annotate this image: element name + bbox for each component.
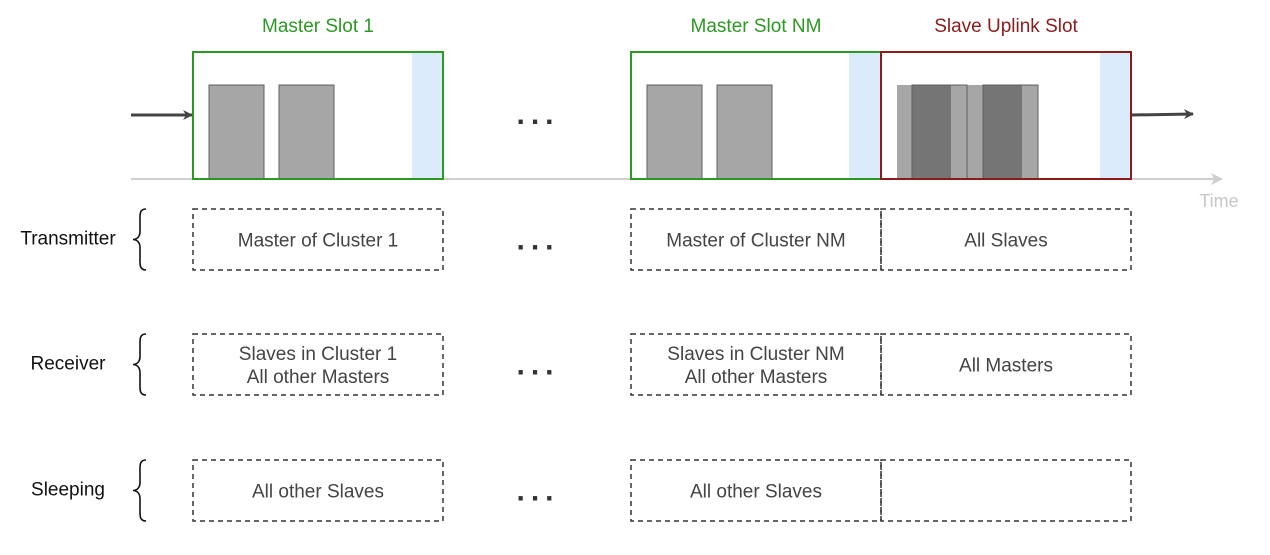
role-box-last: [630, 459, 882, 522]
role-box-text: All other Masters: [247, 367, 390, 388]
slave-uplink-slot-title: Slave Uplink Slot: [934, 16, 1078, 37]
role-box-text: Master of Cluster 1: [238, 231, 399, 252]
guard-interval: [1100, 52, 1131, 179]
ellipsis-row: ...: [516, 475, 559, 508]
role-row-transmitter: Transmitter Master of Cluster 1 Master of …: [20, 208, 1132, 271]
time-axis-label: Time: [1199, 191, 1238, 211]
role-label: Sleeping: [31, 480, 105, 501]
role-box-text: All other Slaves: [252, 482, 384, 503]
master-slot-nm: [630, 51, 882, 180]
master-slot-1: [192, 51, 444, 180]
role-rows: Transmitter Master of Cluster 1 Master of …: [20, 208, 1132, 522]
role-box-first: [192, 459, 444, 522]
role-box-text: Master of Cluster NM: [666, 231, 845, 252]
packet-overlap: [912, 85, 951, 179]
slave-uplink-slot: [880, 51, 1132, 180]
role-box-text: All other Slaves: [690, 482, 822, 503]
role-label: Receiver: [31, 354, 107, 375]
role-box-first: [192, 208, 444, 271]
slot-frame: [192, 51, 444, 180]
curly-brace: [132, 208, 147, 271]
packet: [208, 84, 265, 180]
role-box-last: [630, 333, 882, 396]
role-box-text: Slaves in Cluster NM: [667, 344, 844, 365]
packet: [716, 84, 773, 180]
guard-interval: [849, 52, 880, 179]
outgoing-arrow: [1131, 109, 1194, 120]
role-row-sleeping: Sleeping All other Slaves All other Slaves…: [31, 459, 1132, 522]
role-box-text: All other Masters: [685, 367, 828, 388]
role-box-text: All Masters: [959, 356, 1053, 377]
role-box-first: [192, 333, 444, 396]
packet: [278, 84, 335, 180]
role-box-uplink: [880, 459, 1132, 522]
master-slot-nm-title: Master Slot NM: [691, 16, 822, 37]
curly-brace: [132, 459, 147, 522]
role-box-text: All Slaves: [964, 231, 1047, 252]
role-box-text: Slaves in Cluster 1: [239, 344, 397, 365]
ellipsis-row: ...: [516, 224, 559, 257]
slot-frame: [880, 51, 1132, 180]
ellipsis-slots: ...: [516, 98, 559, 131]
role-label: Transmitter: [20, 229, 116, 250]
role-box-last: [630, 208, 882, 271]
master-slot-1-title: Master Slot 1: [262, 16, 374, 37]
ellipsis-row: ...: [516, 349, 559, 382]
role-box-uplink: [880, 208, 1132, 271]
packet: [646, 84, 703, 180]
role-box-uplink: [880, 333, 1132, 396]
packet-overlap: [983, 85, 1022, 179]
curly-brace: [132, 333, 147, 396]
guard-interval: [412, 52, 443, 179]
